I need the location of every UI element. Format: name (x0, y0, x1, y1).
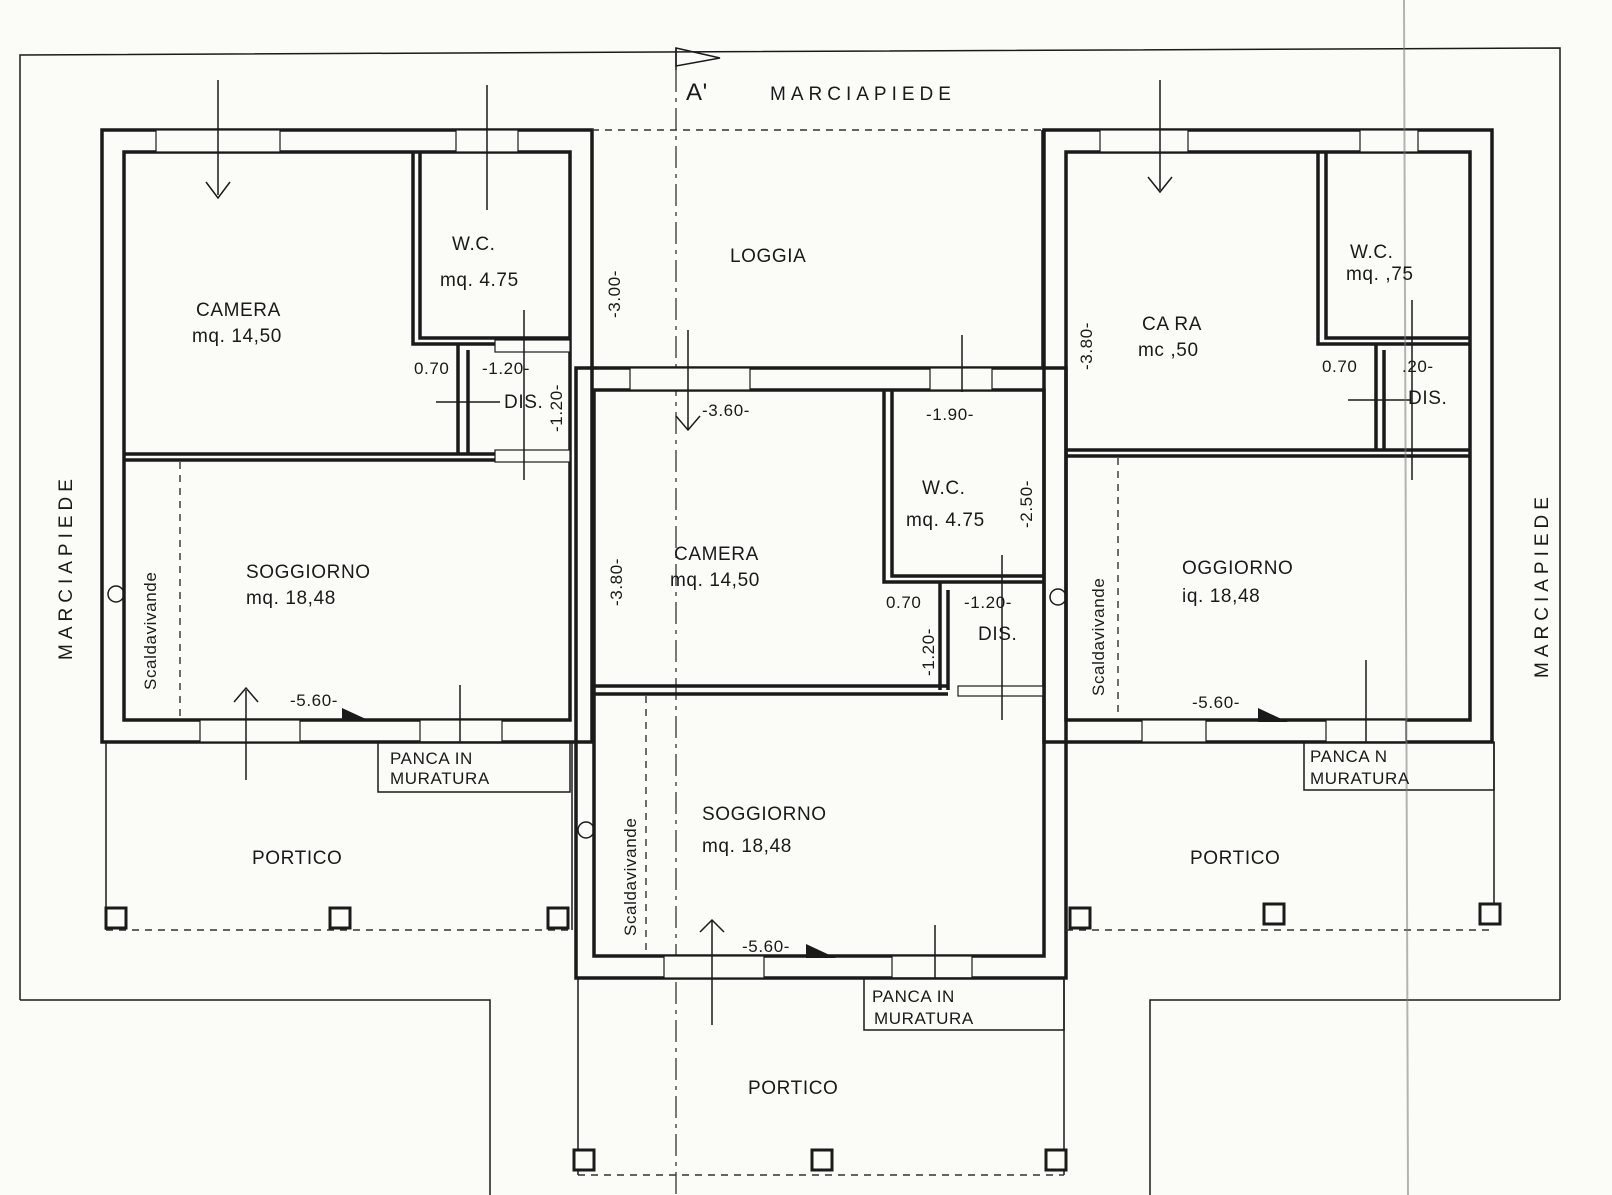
scaldavivande-center: Scaldavivande (621, 818, 640, 936)
street-label-right: MARCIAPIEDE (1532, 492, 1553, 678)
panca-left-line1: PANCA IN (390, 749, 473, 768)
room-name-left-soggiorno: SOGGIORNO (246, 562, 371, 583)
dim-left-560: -5.60- (290, 691, 338, 710)
panca-center-line2: MURATURA (874, 1009, 974, 1028)
left-unit-walls (100, 80, 594, 780)
room-name-left-camera: CAMERA (196, 300, 281, 321)
street-label-left: MARCIAPIEDE (56, 474, 77, 660)
dim-left-120-h: -1.20- (482, 359, 530, 378)
dim-center-070: 0.70 (886, 593, 922, 612)
dim-left-120-v: -1.20- (547, 384, 566, 432)
room-name-right-dis: DIS. (1408, 388, 1447, 409)
room-area-center-wc: mq. 4.75 (906, 510, 985, 531)
section-mark: A' (686, 79, 708, 106)
scaldavivande-left: Scaldavivande (141, 572, 160, 690)
room-name-center-dis: DIS. (978, 624, 1017, 645)
panca-center-line1: PANCA IN (872, 987, 955, 1006)
room-area-center-soggiorno: mq. 18,48 (702, 836, 792, 857)
site-boundary (19, 47, 1561, 1195)
panca-right-line2: MURATURA (1310, 769, 1410, 788)
dim-center-250: -2.50- (1017, 480, 1036, 528)
street-label-top: MARCIAPIEDE (770, 84, 956, 105)
room-area-left-wc: mq. 4.75 (440, 270, 519, 291)
dim-center-120-v: -1.20- (919, 628, 938, 676)
right-porch (1065, 741, 1502, 931)
room-area-right-wc: mq. ,75 (1346, 264, 1414, 285)
right-unit-walls (1042, 80, 1494, 744)
center-porch (572, 977, 1068, 1176)
room-area-right-camera: mc ,50 (1138, 340, 1199, 361)
panca-left-line2: MURATURA (390, 769, 490, 788)
room-name-left-dis: DIS. (504, 392, 543, 413)
room-name-right-camera: CA RA (1142, 314, 1202, 335)
left-porch (104, 741, 573, 931)
dim-center-380: -3.80- (607, 558, 626, 606)
room-name-center-soggiorno: SOGGIORNO (702, 804, 827, 825)
room-name-center-wc: W.C. (922, 478, 966, 499)
scan-line (1403, 0, 1409, 1195)
room-name-right-wc: W.C. (1350, 242, 1394, 263)
dim-right-560: -5.60- (1192, 693, 1240, 712)
dim-center-300: -3.00- (605, 270, 624, 318)
panca-right-line1: PANCA N (1310, 747, 1388, 766)
center-unit-walls (574, 129, 1068, 1025)
dim-center-190: -1.90- (926, 405, 974, 424)
dim-right-120: .20- (1402, 357, 1434, 376)
scaldavivande-right: Scaldavivande (1089, 578, 1108, 696)
dim-center-360: -3.60- (702, 401, 750, 420)
portico-left: PORTICO (252, 848, 342, 869)
room-name-center-camera: CAMERA (674, 544, 759, 565)
dim-right-380: -3.80- (1077, 322, 1096, 370)
dim-center-560: -5.60- (742, 937, 790, 956)
dim-left-070: 0.70 (414, 359, 450, 378)
portico-right: PORTICO (1190, 848, 1280, 869)
room-area-left-camera: mq. 14,50 (192, 326, 282, 347)
room-area-left-soggiorno: mq. 18,48 (246, 588, 336, 609)
portico-center: PORTICO (748, 1078, 838, 1099)
room-area-right-soggiorno: iq. 18,48 (1182, 586, 1260, 607)
room-name-left-wc: W.C. (452, 234, 496, 255)
room-name-right-soggiorno: OGGIORNO (1182, 558, 1293, 579)
loggia-label: LOGGIA (730, 246, 806, 267)
room-area-center-camera: mq. 14,50 (670, 570, 760, 591)
dim-center-120-h: -1.20- (964, 593, 1012, 612)
dim-right-070: 0.70 (1322, 357, 1358, 376)
section-flag (675, 47, 721, 70)
